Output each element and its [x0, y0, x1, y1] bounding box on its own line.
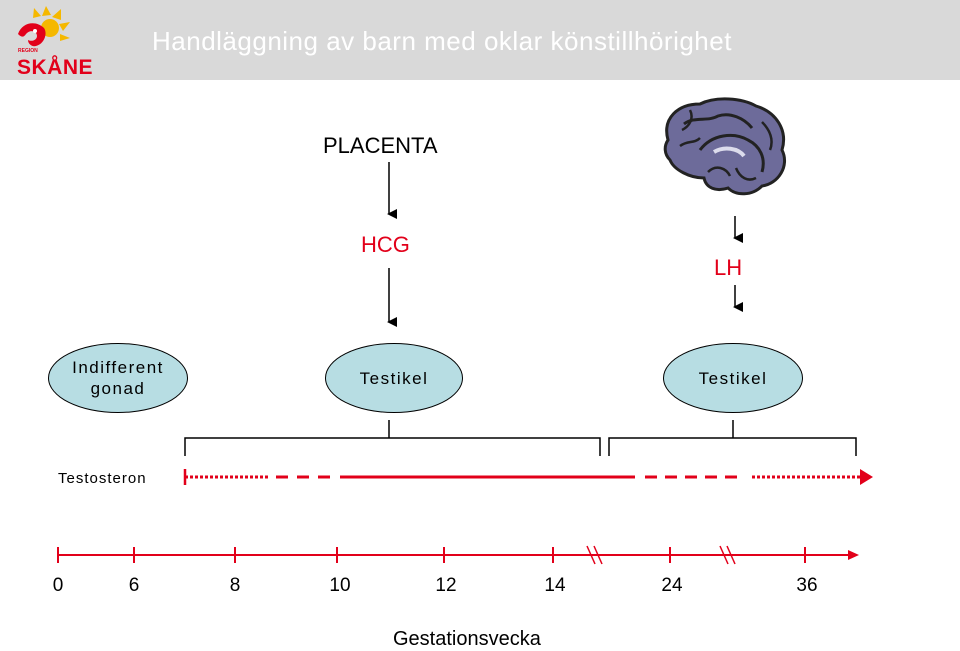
- testosterone-label: Testosteron: [58, 470, 147, 487]
- node-testikel-2: Testikel: [663, 343, 803, 413]
- region-skane-logo: REGION SKÅNE: [6, 4, 94, 79]
- page-title: Handläggning av barn med oklar könstillh…: [152, 26, 732, 56]
- axis-tick-label: 6: [128, 575, 140, 596]
- axis-tick-label: 24: [661, 575, 683, 596]
- node-indifferent-line1: Indifferent: [72, 358, 164, 377]
- bracket-left: [184, 420, 601, 456]
- griffin-icon: [18, 6, 70, 47]
- logo-skane-text: SKÅNE: [17, 56, 94, 79]
- placenta-label: PLACENTA: [323, 133, 438, 158]
- node-indifferent-gonad: Indifferent gonad: [48, 343, 188, 413]
- axis-break-mark: [719, 545, 736, 565]
- testosterone-line: [183, 469, 873, 485]
- axis-tick-label: 36: [796, 575, 818, 596]
- x-axis-label: Gestationsvecka: [393, 628, 541, 650]
- header-bar: REGION SKÅNE Handläggning av barn med ok…: [0, 0, 960, 80]
- axis-tick-label: 8: [229, 575, 241, 596]
- node-testikel-1: Testikel: [325, 343, 463, 413]
- lh-label: LH: [714, 255, 743, 280]
- axis-tick-label: 14: [544, 575, 566, 596]
- brain-icon: [663, 97, 786, 196]
- axis-tick-label: 0: [52, 575, 64, 596]
- node-testikel-1-label: Testikel: [359, 368, 429, 388]
- node-indifferent-line2: gonad: [90, 379, 146, 398]
- axis-tick-label: 12: [435, 575, 457, 596]
- bracket-right: [608, 420, 857, 456]
- time-axis: [57, 545, 859, 565]
- axis-tick-label: 10: [329, 575, 351, 596]
- axis-break-mark: [586, 545, 603, 565]
- hcg-label: HCG: [361, 232, 410, 257]
- logo-region-text: REGION: [18, 48, 38, 54]
- node-testikel-2-label: Testikel: [698, 368, 768, 388]
